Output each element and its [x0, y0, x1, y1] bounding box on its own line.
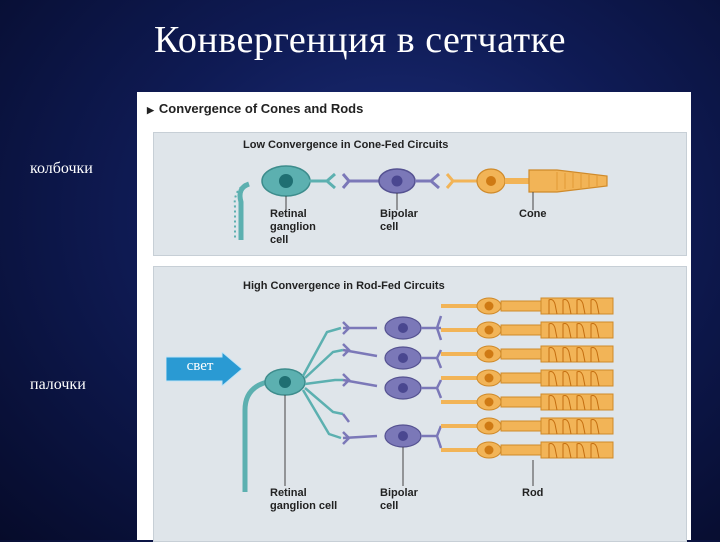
rod-7: [441, 441, 614, 459]
retina-cells-diagram: [233, 165, 614, 492]
cone-bipolar-label: Bipolar cell: [380, 208, 418, 233]
rod-bipolar-3-dendrite: [342, 373, 378, 388]
rod-bipolar-3-nucleus: [398, 383, 408, 393]
rod-bipolar-2-nucleus: [398, 353, 408, 363]
rod-bipolar-3-terminal: [421, 379, 443, 399]
rod-6: [441, 417, 614, 435]
slide-title: Конвергенция в сетчатке: [153, 19, 567, 61]
cone-outer-segment: [528, 169, 608, 193]
rod-bipolar-label: Bipolar cell: [380, 487, 418, 512]
light-arrow-label: свет: [186, 358, 214, 374]
rods: [441, 297, 614, 486]
rod-2: [441, 321, 614, 339]
convergence-figure: ▶ Convergence of Cones and Rods Low Conve…: [137, 92, 691, 542]
rod-ganglion-nucleus: [279, 376, 291, 388]
cone-label: Cone: [519, 208, 547, 220]
figure-title: ▶ Convergence of Cones and Rods: [147, 101, 363, 116]
triangle-bullet-icon: ▶: [147, 105, 154, 115]
cones-side-label: колбочки: [30, 160, 93, 177]
cone-circuit: [233, 165, 608, 240]
rod-bipolar-2-dendrite: [342, 343, 378, 358]
rod-label: Rod: [522, 487, 544, 499]
bipolar-dendrite-left: [341, 173, 379, 189]
cone-disks: [556, 172, 598, 190]
ganglion-axon-texture: [233, 183, 246, 240]
bipolar-dendrite-right: [415, 172, 440, 190]
rod-4: [441, 369, 614, 387]
rod-ganglion-label: Retinal ganglion cell: [270, 487, 338, 512]
bipolar-nucleus: [391, 175, 403, 187]
cone-panel-title: Low Convergence in Cone-Fed Circuits: [243, 139, 449, 151]
cone-axon: [445, 173, 477, 189]
rod-ganglion-axon: [242, 379, 268, 492]
rod-bipolar-4-terminal: [421, 425, 443, 449]
rod-bipolar-4-nucleus: [398, 431, 408, 441]
rod-bipolar-1-nucleus: [398, 323, 408, 333]
rod-circuit: [242, 326, 344, 492]
rod-bipolar-2-terminal: [421, 349, 443, 369]
rod-3: [441, 345, 614, 363]
rods-side-label: палочки: [30, 376, 86, 393]
rod-bipolar-cells: [342, 315, 443, 486]
ganglion-dendrites: [309, 172, 336, 190]
rod-bipolar-1-terminal: [421, 315, 443, 341]
rod-bipolar-4-dendrite: [342, 413, 378, 445]
rod-ganglion-dendrite-fan: [301, 326, 344, 440]
figure-title-text: Convergence of Cones and Rods: [158, 101, 364, 116]
rod-bipolar-1-dendrite: [342, 321, 377, 335]
cone-nucleus: [486, 176, 496, 186]
rod-1: [441, 297, 614, 315]
ganglion-axon: [237, 181, 250, 240]
light-arrow-icon: [166, 352, 243, 386]
rod-panel-title: High Convergence in Rod-Fed Circuits: [243, 280, 445, 292]
ganglion-nucleus: [279, 174, 293, 188]
cone-ganglion-label: Retinal ganglion cell: [270, 208, 316, 246]
rod-5: [441, 393, 614, 411]
